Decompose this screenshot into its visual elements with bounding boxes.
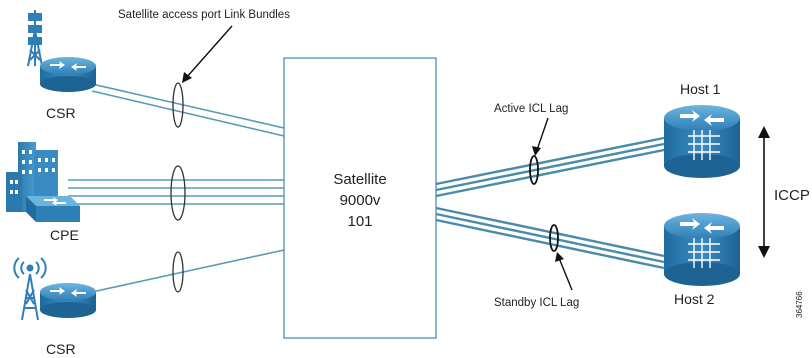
antenna-tower-icon [13, 257, 47, 321]
satellite-box [283, 57, 437, 339]
satellite-line3: 101 [347, 213, 372, 230]
switch-icon [26, 196, 80, 222]
active-icl-links [435, 136, 665, 198]
active-icl-arrow [532, 117, 549, 156]
cpe-label: CPE [50, 227, 79, 243]
bundle-ring-bottom [172, 251, 184, 293]
host-router-icon [664, 105, 740, 178]
host1-label: Host 1 [680, 81, 721, 97]
cpe-links [68, 179, 284, 205]
host-router-icon [664, 213, 740, 286]
access-bundles-label: Satellite access port Link Bundles [118, 9, 290, 21]
host2-label: Host 2 [674, 291, 715, 307]
figure-id: 364766 [795, 291, 804, 318]
csr-top-links [91, 83, 285, 137]
iccp-label: ICCP [774, 187, 810, 204]
access-bundle-rings [170, 82, 186, 293]
router-icon [40, 283, 96, 318]
bundle-ring-middle [170, 165, 186, 221]
access-bundles-arrow [182, 25, 233, 83]
active-icl-label: Active ICL Lag [494, 103, 568, 115]
satellite-line2: 9000v [340, 192, 381, 209]
standby-icl-ring [549, 224, 559, 252]
link-line [91, 249, 285, 293]
link-line [91, 90, 285, 137]
active-icl-ring [529, 155, 539, 185]
router-icon [40, 57, 96, 92]
standby-icl-label: Standby ICL Lag [494, 297, 579, 309]
cell-tower-icon [27, 10, 43, 67]
satellite-line1: Satellite [333, 171, 386, 188]
iccp-arrow [758, 126, 770, 258]
csr-bottom-links [91, 249, 285, 293]
csr-top-label: CSR [46, 105, 76, 121]
bundle-ring-top [172, 82, 184, 128]
standby-icl-arrow [555, 252, 573, 291]
link-line [91, 83, 285, 129]
csr-bottom-label: CSR [46, 341, 76, 357]
